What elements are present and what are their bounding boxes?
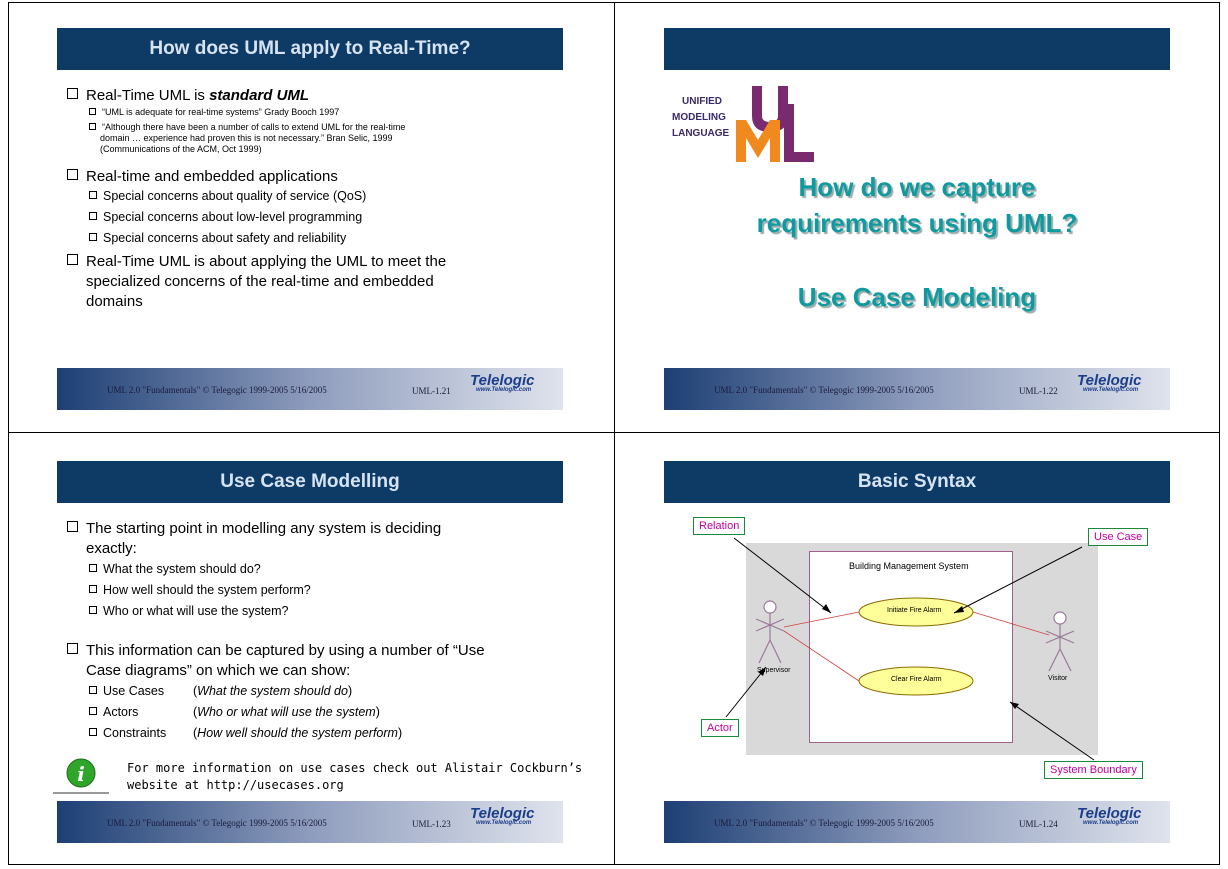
page-number: UML-1.24 [1019, 819, 1058, 829]
bullet-3-line3: domains [86, 293, 143, 310]
bullet-3-line2: specialized concerns of the real-time an… [86, 273, 434, 290]
footer-text: UML 2.0 "Fundamentals" © Telegogic 1999-… [107, 818, 327, 828]
uc1-label: Initiate Fire Alarm [887, 607, 942, 614]
slide-footer: UML 2.0 "Fundamentals" © Telegogic 1999-… [57, 368, 563, 410]
arrow-usecase [953, 546, 1083, 614]
uc2-label: Clear Fire Alarm [891, 676, 942, 683]
use-case-diagram [725, 537, 1095, 761]
checkbox-bullet-icon [67, 88, 78, 99]
slide-1: How does UML apply to Real-Time? Real-Ti… [57, 2, 617, 422]
actor2-label: Visitor [1048, 675, 1068, 682]
row-use-cases: Use Cases(What the system should do) [89, 683, 352, 699]
bullet-1: Real-Time UML is standard UML [67, 86, 309, 105]
heading-line-1: How do we capture [798, 172, 1036, 202]
sub-bullet-1: What the system should do? [89, 561, 261, 577]
bullet-2: Real-time and embedded applications [67, 167, 338, 186]
bullet-2-line2: Case diagrams” on which we can show: [86, 662, 351, 679]
slide-title: Use Case Modelling [57, 461, 563, 503]
slide-4: Basic Syntax Building Management System … [664, 435, 1224, 855]
quote-2-line3: (Communications of the ACM, Oct 1999) [100, 144, 262, 154]
slide-footer: UML 2.0 "Fundamentals" © Telegogic 1999-… [664, 801, 1170, 843]
sub-bullet-2: How well should the system perform? [89, 582, 311, 598]
sub-bullet-3: Special concerns about safety and reliab… [89, 230, 346, 246]
arrow-relation [733, 537, 832, 614]
bullet-2: This information can be captured by usin… [67, 641, 485, 660]
quote-2-line2: domain … experience had proven this is n… [100, 133, 393, 143]
slide-2: UNIFIED MODELING LANGUAGE How do we capt… [664, 2, 1224, 422]
page-number: UML-1.22 [1019, 386, 1058, 396]
slide-3: Use Case Modelling The starting point in… [53, 435, 617, 855]
info-text-line-1: For more information on use cases check … [127, 761, 583, 775]
label-use-case: Use Case [1088, 528, 1149, 546]
label-system-boundary: System Boundary [1044, 761, 1143, 779]
label-actor: Actor [701, 719, 739, 737]
slide-footer: UML 2.0 "Fundamentals" © Telegogic 1999-… [57, 801, 563, 843]
bullet-3: Real-Time UML is about applying the UML … [67, 252, 446, 271]
uml-letters-icon [736, 86, 814, 162]
arrow-boundary [1009, 701, 1095, 761]
slide-footer: UML 2.0 "Fundamentals" © Telegogic 1999-… [664, 368, 1170, 410]
bullet-1-line2: exactly: [86, 540, 137, 557]
page-number: UML-1.21 [412, 386, 451, 396]
slide-title: Basic Syntax [664, 461, 1170, 503]
actor1-label: Supervisor [757, 667, 791, 674]
actor-visitor-icon [1045, 611, 1075, 672]
divider-vertical [614, 2, 615, 865]
info-text-line-2: website at http://usecases.org [127, 778, 344, 792]
sub-bullet-1: Special concerns about quality of servic… [89, 188, 366, 204]
row-constraints: Constraints(How well should the system p… [89, 725, 402, 741]
footer-text: UML 2.0 "Fundamentals" © Telegogic 1999-… [107, 385, 327, 395]
system-boundary [809, 551, 1013, 743]
svg-text:i: i [77, 762, 85, 786]
slide-title: How does UML apply to Real-Time? [57, 28, 563, 70]
label-relation: Relation [693, 517, 746, 535]
row-actors: Actors(Who or what will use the system) [89, 704, 380, 720]
footer-text: UML 2.0 "Fundamentals" © Telegogic 1999-… [714, 385, 934, 395]
sub-bullet-3: Who or what will use the system? [89, 603, 289, 619]
heading-line-3: Use Case Modeling [797, 282, 1037, 312]
uml-logo: UNIFIED MODELING LANGUAGE [672, 80, 832, 170]
relation-line [783, 630, 860, 682]
info-icon: i [53, 758, 109, 794]
footer-text: UML 2.0 "Fundamentals" © Telegogic 1999-… [714, 818, 934, 828]
relation-line [783, 611, 860, 628]
page-number: UML-1.23 [412, 819, 451, 829]
sub-bullet-2: Special concerns about low-level program… [89, 209, 362, 225]
relation-line [972, 611, 1050, 636]
quote-2: “Although there have been a number of ca… [89, 122, 405, 133]
actor-supervisor-icon [755, 600, 785, 664]
arrow-actor [725, 666, 767, 718]
slide-title-bar [664, 28, 1170, 70]
system-name: Building Management System [849, 561, 969, 571]
bullet-1: The starting point in modelling any syst… [67, 519, 441, 538]
quote-1: “UML is adequate for real-time systems” … [89, 107, 339, 118]
heading-line-2: requirements using UML? [756, 208, 1078, 238]
divider-horizontal [8, 432, 1220, 433]
